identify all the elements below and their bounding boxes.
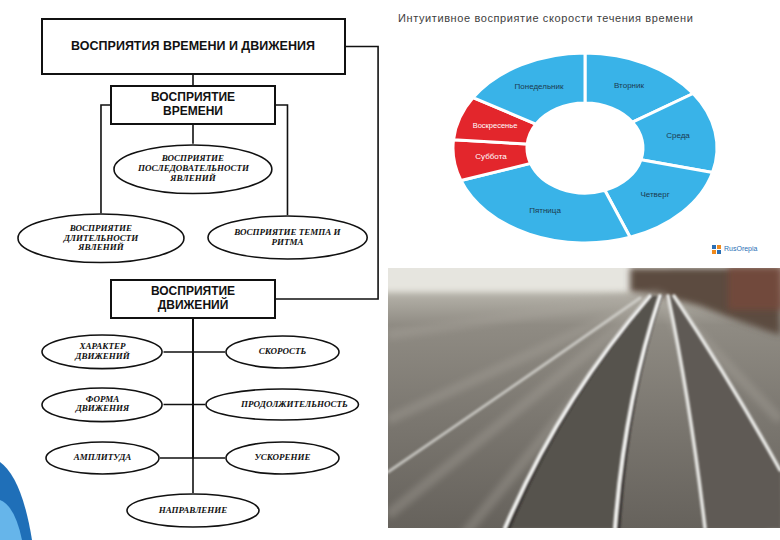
node-text: ВОСПРИЯТИЕ ТЕМПА И РИТМА [232, 228, 344, 248]
node-text: ПРОДОЛЖИТЕЛЬНОСТЬ [241, 400, 324, 410]
watermark: RusOrepia [724, 245, 757, 253]
connector-line [164, 319, 193, 405]
rail [388, 298, 640, 472]
category-box: ВОСПРИЯТИЕ ДВИЖЕНИЙ [110, 279, 276, 319]
node-text: УСКОРЕНИЕ [255, 453, 311, 463]
rail [615, 296, 660, 528]
connector [101, 105, 110, 213]
blue-swoosh [0, 500, 22, 540]
ellipse-item: ХАРАКТЕР ДВИЖЕНИЙ [41, 334, 163, 370]
node-text: АМПЛИТУДА [74, 453, 132, 463]
node-text: ВОСПРИЯТИЯ ВРЕМЕНИ И ДВИЖЕНИЯ [71, 39, 315, 53]
ellipse-item: ВОСПРИЯТИЕ ПОСЛЕДОВАТЕЛЬНОСТИ ЯВЛЕНИЙ [113, 144, 273, 195]
connector [193, 319, 205, 405]
connector-line [192, 75, 194, 85]
connector [164, 319, 193, 405]
connector [160, 319, 193, 458]
track-bed [505, 296, 660, 528]
ellipse-item: ФОРМА ДВИЖЕНИЯ [41, 387, 163, 423]
ellipse-shape [208, 216, 367, 259]
rail [674, 296, 780, 470]
node-text: ВОСПРИЯТИЕ ПОСЛЕДОВАТЕЛЬНОСТИ ЯВЛЕНИЙ [138, 154, 248, 184]
track-bed [668, 296, 780, 528]
ellipse-item: ПРОДОЛЖИТЕЛЬНОСТЬ [205, 388, 359, 421]
ellipse-item: ВОСПРИЯТИЕ ДЛИТЕЛЬНОСТИ ЯВЛЕНИЙ [17, 213, 185, 264]
railway-photo [388, 268, 780, 528]
connector [193, 125, 194, 144]
connector [276, 47, 378, 300]
node-text: ВОСПРИЯТИЕ ВРЕМЕНИ [138, 91, 248, 119]
segment-label: Воскресенье [473, 122, 518, 130]
node-text: ФОРМА ДВИЖЕНИЯ [61, 395, 144, 415]
photo-ground [388, 268, 780, 528]
connector [164, 319, 193, 352]
connector-line [276, 47, 378, 300]
blue-swoosh [0, 462, 32, 540]
logo-square [717, 250, 721, 254]
connector-line [276, 105, 287, 215]
segment-label: Суббота [475, 153, 506, 162]
connector-line [193, 319, 225, 352]
title-box: ВОСПРИЯТИЯ ВРЕМЕНИ И ДВИЖЕНИЯ [41, 18, 346, 75]
ellipse-item: АМПЛИТУДА [45, 441, 160, 475]
rail-shadow [619, 296, 661, 528]
streak [460, 294, 660, 528]
ellipse-shape [18, 214, 184, 263]
connector [276, 105, 287, 215]
chart-segment [473, 53, 585, 124]
connector [193, 319, 225, 458]
ellipse-item: НАПРАВЛЕНИЕ [126, 493, 260, 528]
segment-label: Вторник [614, 82, 644, 91]
logo-square [717, 245, 721, 249]
node-text: СКОРОСТЬ [259, 347, 306, 357]
connector-line [193, 319, 225, 458]
connector-line [192, 319, 194, 493]
logo-square [712, 245, 716, 249]
segment-label: Среда [666, 132, 690, 141]
connector-line [192, 125, 194, 144]
rail [668, 296, 705, 528]
ellipse-item: УСКОРЕНИЕ [225, 441, 340, 475]
rails [388, 296, 780, 528]
chart-title: Интуитивное восприятие скорости течения … [398, 12, 694, 24]
photo-building [728, 268, 780, 310]
ellipse-shape [46, 442, 159, 474]
segment-label: Пятница [529, 207, 561, 216]
streak [660, 294, 780, 528]
ellipse-shape [114, 145, 272, 194]
ellipse-shape [127, 494, 259, 527]
segment-label: Четверг [640, 191, 669, 200]
ellipse-shape [206, 389, 358, 420]
chart-segment [453, 140, 531, 181]
motion-streaks [388, 294, 780, 528]
connector [193, 319, 225, 352]
connector [193, 319, 194, 493]
watermark-icon [712, 245, 721, 254]
node-text: ВОСПРИЯТИЕ ДВИЖЕНИЙ [138, 285, 248, 313]
ellipse-item: ВОСПРИЯТИЕ ТЕМПА И РИТМА [207, 215, 368, 260]
node-text: ХАРАКТЕР ДВИЖЕНИЙ [61, 342, 144, 362]
ellipse-shape [42, 388, 162, 422]
logo-square [712, 250, 716, 254]
node-text: ВОСПРИЯТИЕ ДЛИТЕЛЬНОСТИ ЯВЛЕНИЙ [43, 224, 160, 254]
slide-decoration [0, 462, 32, 540]
connector-line [101, 105, 110, 213]
category-box: ВОСПРИЯТИЕ ВРЕМЕНИ [110, 85, 276, 125]
connector-line [193, 319, 205, 405]
ellipse-shape [42, 335, 162, 369]
node-text: НАПРАВЛЕНИЕ [159, 506, 228, 516]
ellipse-shape [226, 442, 339, 474]
connector-line [164, 319, 193, 352]
ellipse-shape [226, 336, 339, 368]
donut-chart [453, 53, 717, 243]
photo-sky [388, 268, 670, 292]
ellipse-item: СКОРОСТЬ [225, 335, 340, 369]
connector [193, 75, 194, 85]
segment-label: Понедельник [515, 83, 564, 92]
connector-line [160, 319, 193, 458]
